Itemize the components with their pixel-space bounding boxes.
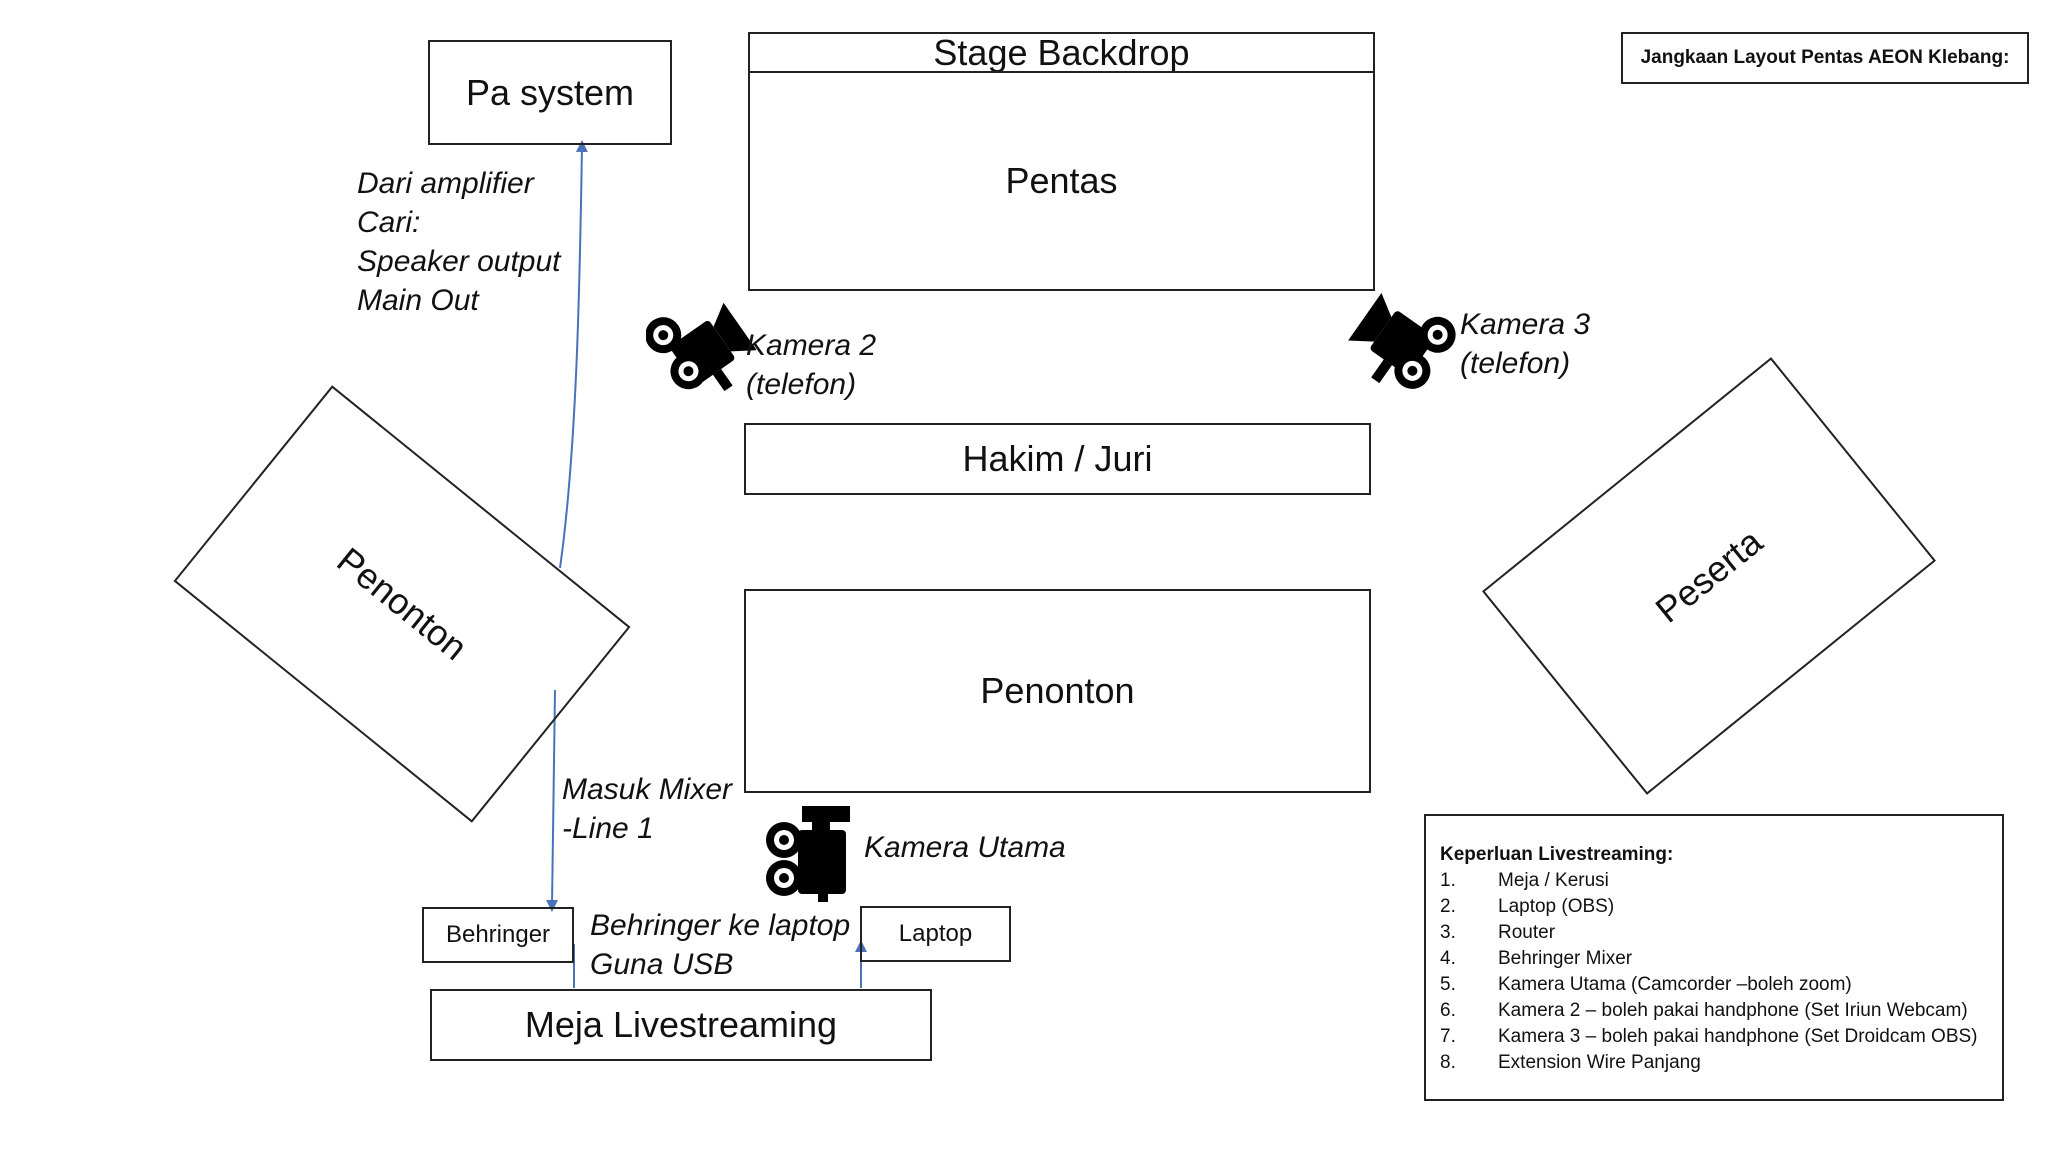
- list-item: 7. Kamera 3 – boleh pakai handphone (Set …: [1440, 1024, 2002, 1050]
- list-item-text: Kamera Utama (Camcorder –boleh zoom): [1498, 974, 1852, 995]
- participants-label: Peserta: [1647, 520, 1770, 631]
- laptop-label: Laptop: [898, 920, 973, 947]
- list-item-number: 1.: [1440, 870, 1456, 891]
- mixer-note: Masuk Mixer -Line 1: [562, 773, 733, 845]
- list-item-number: 3.: [1440, 922, 1456, 943]
- list-item-text: Laptop (OBS): [1498, 896, 1615, 917]
- video-camera-icon: [1348, 293, 1456, 389]
- amplifier-note: Dari amplifier Cari: Speaker output Main…: [357, 167, 561, 317]
- list-item: 3. Router: [1440, 920, 2002, 946]
- main-camera-label: Kamera Utama: [864, 831, 1066, 864]
- list-item-text: Kamera 3 – boleh pakai handphone (Set Dr…: [1498, 1026, 1978, 1047]
- behringer-mixer-box: Behringer: [422, 907, 574, 963]
- list-item-number: 8.: [1440, 1052, 1456, 1073]
- list-item: 8. Extension Wire Panjang: [1440, 1050, 2002, 1076]
- list-item-number: 5.: [1440, 974, 1456, 995]
- list-item: 2. Laptop (OBS): [1440, 894, 2002, 920]
- audience-to-mixer-connector: [546, 689, 559, 912]
- requirements-panel: Keperluan Livestreaming: 1. Meja / Kerusi…: [1424, 814, 2004, 1101]
- list-item: 6. Kamera 2 – boleh pakai handphone (Set …: [1440, 998, 2002, 1024]
- list-item-text: Extension Wire Panjang: [1498, 1052, 1701, 1073]
- stage-pentas-label: Pentas: [1005, 160, 1118, 201]
- list-item-text: Behringer Mixer: [1498, 948, 1633, 969]
- mixer-to-pa-connector: [559, 140, 588, 569]
- audience-center-box: Penonton: [744, 589, 1371, 793]
- judges-area-label: Hakim / Juri: [962, 438, 1153, 479]
- camera-2-label: Kamera 2 (telefon): [746, 329, 877, 401]
- usb-note: Behringer ke laptop Guna USB: [590, 909, 851, 981]
- layout-title-box: Jangkaan Layout Pentas AEON Klebang:: [1621, 32, 2029, 84]
- audience-center-label: Penonton: [980, 670, 1135, 711]
- list-item-text: Router: [1498, 922, 1556, 943]
- behringer-mixer-label: Behringer: [445, 921, 551, 948]
- stage-backdrop-label: Stage Backdrop: [933, 31, 1190, 73]
- video-camera-icon: [646, 302, 756, 392]
- livestream-table-label: Meja Livestreaming: [524, 1004, 838, 1045]
- list-item: 1. Meja / Kerusi: [1440, 868, 2002, 894]
- list-item-number: 2.: [1440, 896, 1456, 917]
- stage-backdrop-box: Stage Backdrop: [748, 32, 1375, 73]
- pa-system-box: Pa system: [428, 40, 672, 145]
- judges-area-box: Hakim / Juri: [744, 423, 1371, 495]
- list-item-text: Kamera 2 – boleh pakai handphone (Set Ir…: [1498, 1000, 1968, 1021]
- pa-system-label: Pa system: [465, 71, 635, 113]
- laptop-box: Laptop: [860, 906, 1011, 962]
- list-item-number: 7.: [1440, 1026, 1456, 1047]
- list-item: 5. Kamera Utama (Camcorder –boleh zoom): [1440, 972, 2002, 998]
- livestream-table-box: Meja Livestreaming: [430, 989, 932, 1061]
- list-item-number: 6.: [1440, 1000, 1456, 1021]
- camera-3-label: Kamera 3 (telefon): [1460, 308, 1591, 380]
- list-item: 4. Behringer Mixer: [1440, 946, 2002, 972]
- requirements-title: Keperluan Livestreaming:: [1440, 844, 1674, 865]
- audience-left-label: Penonton: [329, 539, 476, 669]
- list-item-text: Meja / Kerusi: [1498, 870, 1609, 891]
- stage-pentas-box: Pentas: [748, 71, 1375, 291]
- video-camera-icon: [766, 806, 850, 902]
- layout-title: Jangkaan Layout Pentas AEON Klebang:: [1640, 47, 2010, 68]
- list-item-number: 4.: [1440, 948, 1456, 969]
